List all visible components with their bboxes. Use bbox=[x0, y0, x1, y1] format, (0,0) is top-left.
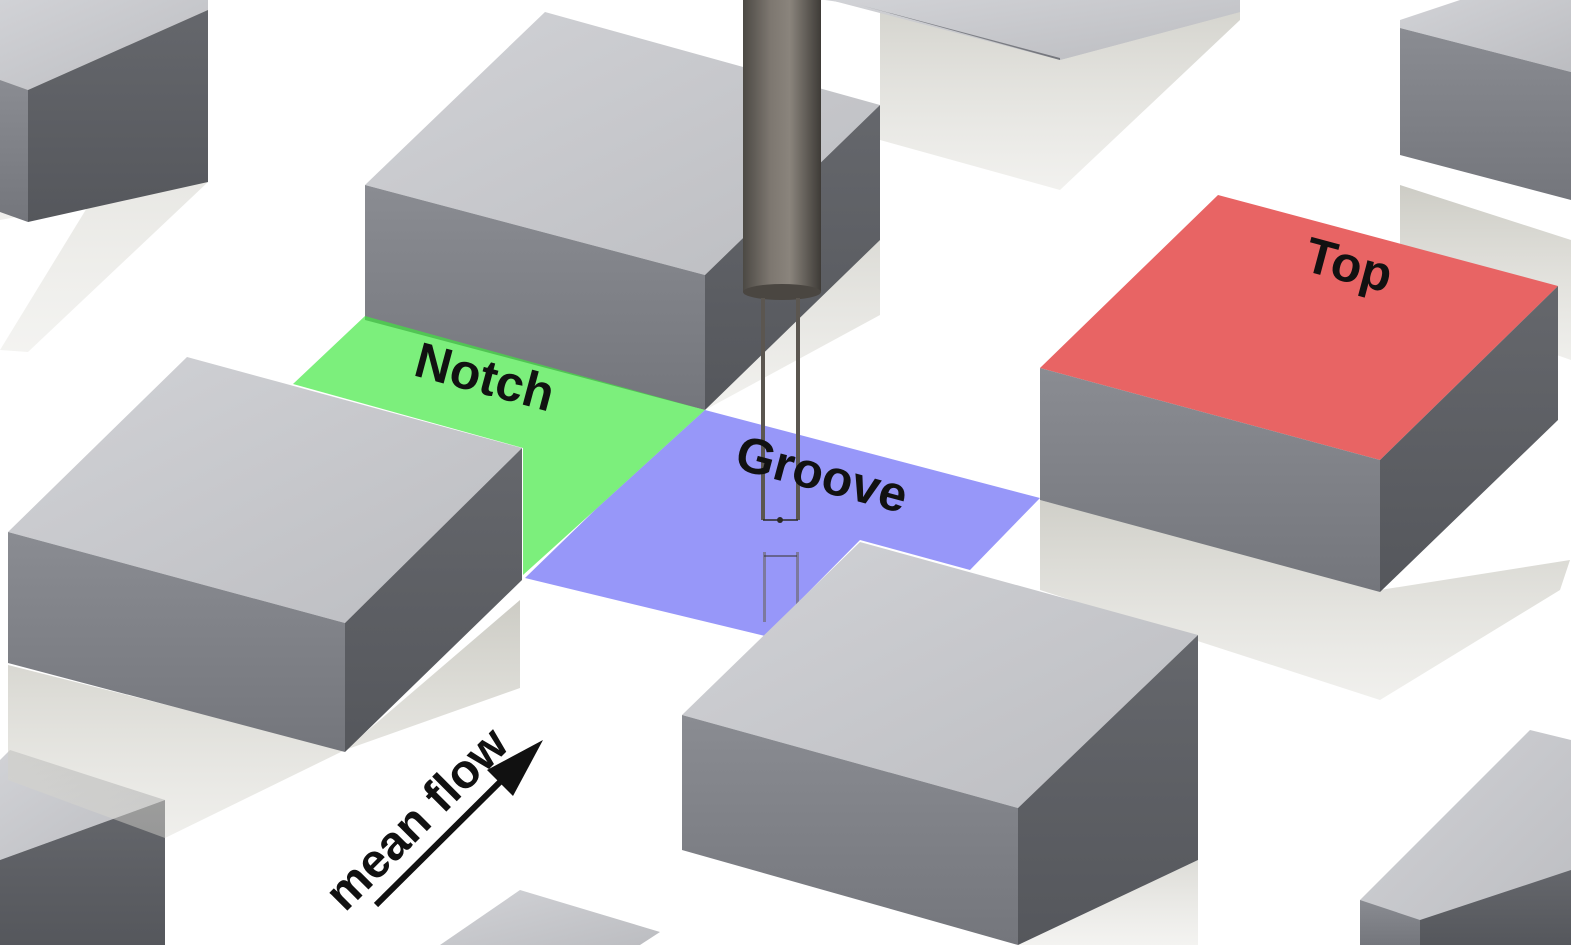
reflection-front-left-cube bbox=[8, 600, 520, 838]
reflection-front-right-cube bbox=[682, 850, 1198, 945]
cube-front-left bbox=[8, 357, 522, 752]
groove-region bbox=[525, 410, 1040, 636]
cube-bottom-center-edge bbox=[440, 890, 660, 945]
cube-far-top-left bbox=[0, 0, 208, 352]
cube-far-top-center bbox=[825, 0, 1240, 190]
reflection-top-cube bbox=[1040, 500, 1570, 700]
cube-front-right bbox=[682, 542, 1198, 945]
mean-flow-arrow bbox=[373, 740, 543, 908]
notch-region bbox=[293, 316, 705, 575]
hot-wire-probe bbox=[743, 0, 821, 622]
cube-bottom-right-edge bbox=[1360, 730, 1571, 945]
cube-right-top bbox=[1040, 195, 1558, 592]
top-region bbox=[1040, 195, 1558, 460]
